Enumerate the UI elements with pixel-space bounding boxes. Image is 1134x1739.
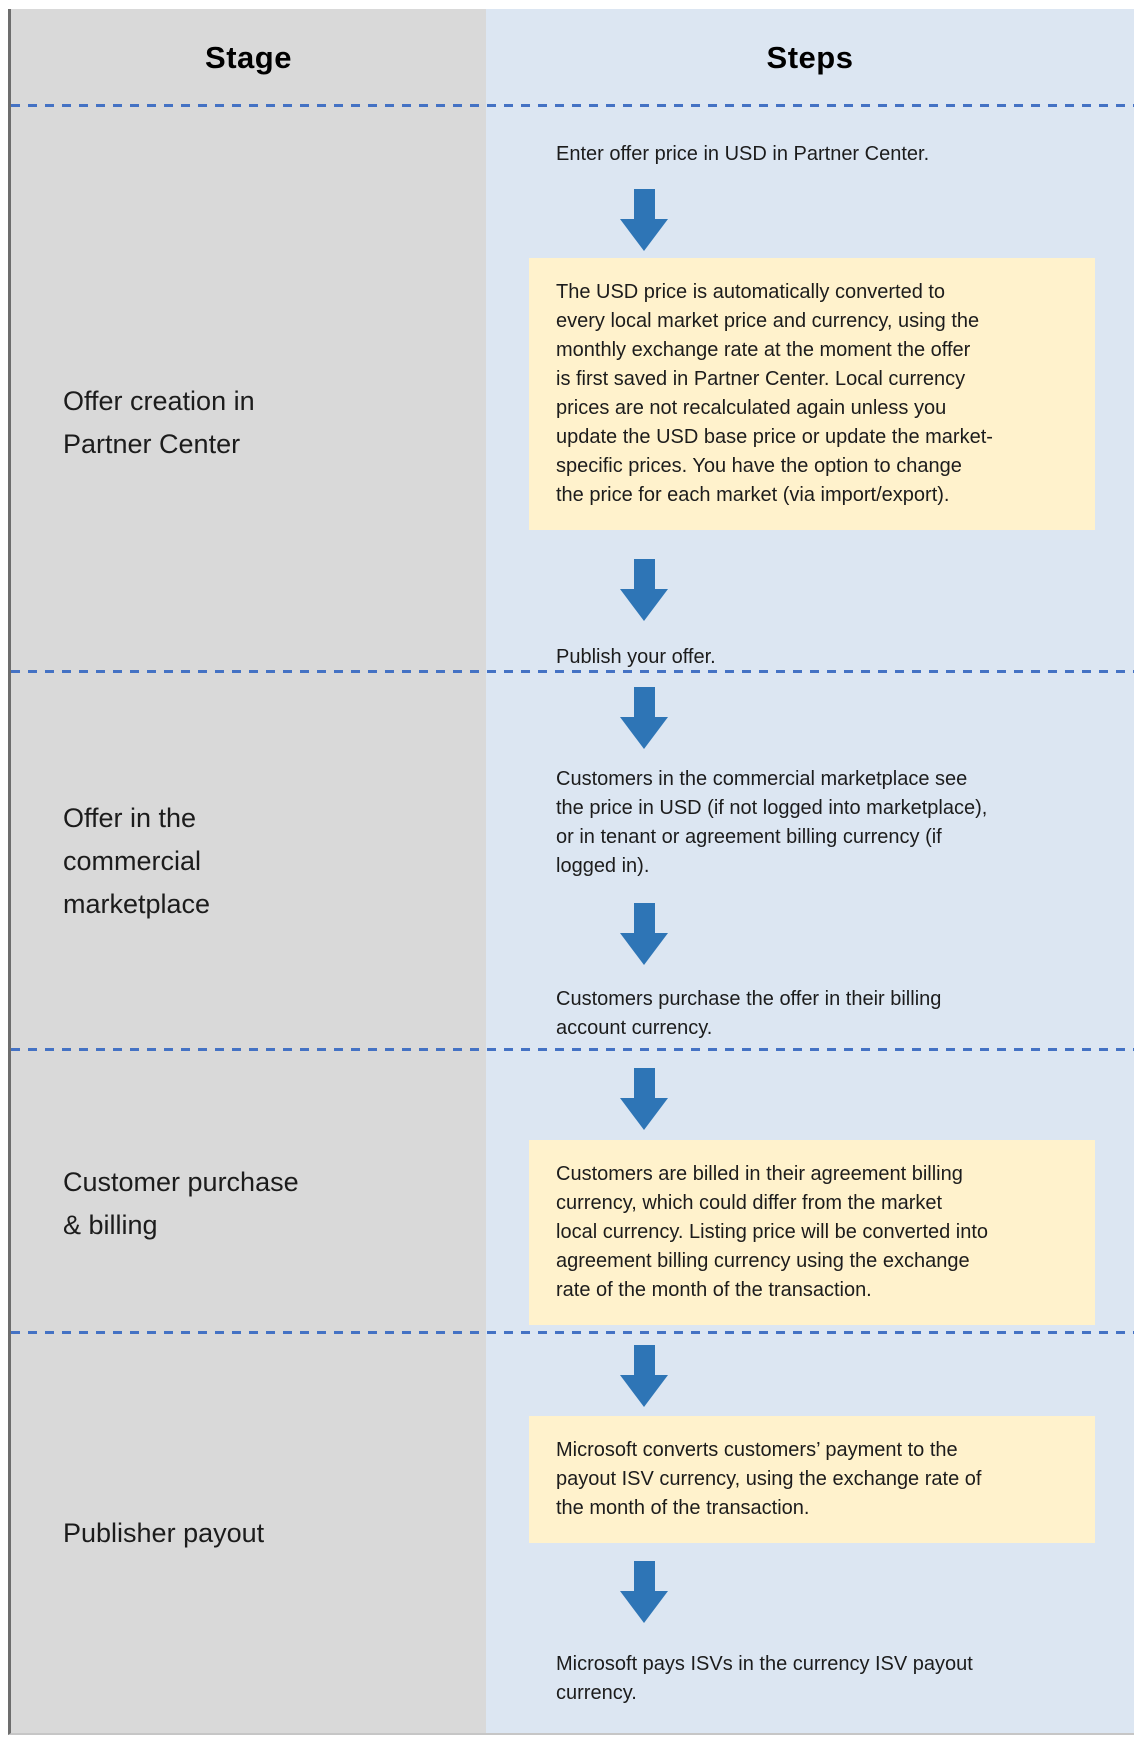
- arrow-stem: [633, 559, 655, 589]
- note-agreement-billing: Customers are billed in their agreement …: [529, 1140, 1095, 1325]
- down-arrow-icon: [620, 1561, 668, 1623]
- arrow-head: [620, 219, 668, 251]
- steps-header-cell: Steps: [486, 9, 1134, 106]
- arrow-stem: [633, 687, 655, 717]
- stage-label-purchase-billing: Customer purchase & billing: [63, 1166, 299, 1240]
- arrow-head: [620, 1098, 668, 1130]
- steps-cell: Enter offer price in USD in Partner Cent…: [486, 106, 1134, 672]
- steps-cell: Customers in the commercial marketplace …: [486, 672, 1134, 1050]
- down-arrow-icon: [620, 903, 668, 965]
- steps-column-header: Steps: [766, 39, 854, 75]
- stage-row-purchase-billing: Customer purchase & billing Customers ar…: [11, 1048, 1134, 1333]
- dashed-divider: [11, 1331, 1134, 1334]
- stage-header-cell: Stage: [11, 9, 486, 106]
- dashed-divider: [11, 1048, 1134, 1051]
- arrow-stem: [633, 903, 655, 933]
- step-text-customers-see-price: Customers in the commercial marketplace …: [556, 768, 988, 877]
- arrow-stem: [633, 1561, 655, 1591]
- down-arrow-icon: [620, 687, 668, 749]
- arrow-head: [620, 1375, 668, 1407]
- step-text-publish-offer: Publish your offer.: [556, 646, 716, 668]
- stage-column-header: Stage: [205, 39, 292, 75]
- down-arrow-icon: [620, 189, 668, 251]
- arrow-head: [620, 717, 668, 749]
- down-arrow-icon: [620, 1068, 668, 1130]
- stage-steps-table: Stage Steps Offer creation in Partner Ce…: [8, 9, 1134, 1735]
- table-header-row: Stage Steps: [11, 9, 1134, 106]
- down-arrow-icon: [620, 559, 668, 621]
- step-text-microsoft-pays: Microsoft pays ISVs in the currency ISV …: [556, 1653, 973, 1704]
- dashed-divider: [11, 670, 1134, 673]
- stage-label-marketplace: Offer in the commercial marketplace: [63, 802, 211, 919]
- stage-label-offer-creation: Offer creation in Partner Center: [63, 386, 255, 459]
- step-text-customers-purchase: Customers purchase the offer in their bi…: [556, 988, 942, 1039]
- note-usd-conversion: The USD price is automatically converted…: [529, 258, 1095, 530]
- arrow-stem: [633, 1068, 655, 1098]
- stage-cell: Publisher payout: [11, 1333, 486, 1733]
- stage-cell: Offer in the commercial marketplace: [11, 672, 486, 1050]
- stage-row-publisher-payout: Publisher payout Microsoft converts cust…: [11, 1331, 1134, 1733]
- arrow-stem: [633, 1345, 655, 1375]
- stage-row-marketplace: Offer in the commercial marketplace Cust…: [11, 670, 1134, 1050]
- arrow-head: [620, 933, 668, 965]
- down-arrow-icon: [620, 1345, 668, 1407]
- arrow-head: [620, 1591, 668, 1623]
- arrow-head: [620, 589, 668, 621]
- dashed-divider: [11, 104, 1134, 107]
- steps-cell: Customers are billed in their agreement …: [486, 1050, 1134, 1333]
- stage-label-publisher-payout: Publisher payout: [63, 1517, 265, 1548]
- stage-cell: Customer purchase & billing: [11, 1050, 486, 1333]
- steps-cell: Microsoft converts customers’ payment to…: [486, 1333, 1134, 1733]
- note-microsoft-converts: Microsoft converts customers’ payment to…: [529, 1416, 1095, 1543]
- stage-row-offer-creation: Offer creation in Partner Center Enter o…: [11, 104, 1134, 672]
- stage-cell: Offer creation in Partner Center: [11, 106, 486, 672]
- arrow-stem: [633, 189, 655, 219]
- step-text-enter-price: Enter offer price in USD in Partner Cent…: [556, 143, 930, 165]
